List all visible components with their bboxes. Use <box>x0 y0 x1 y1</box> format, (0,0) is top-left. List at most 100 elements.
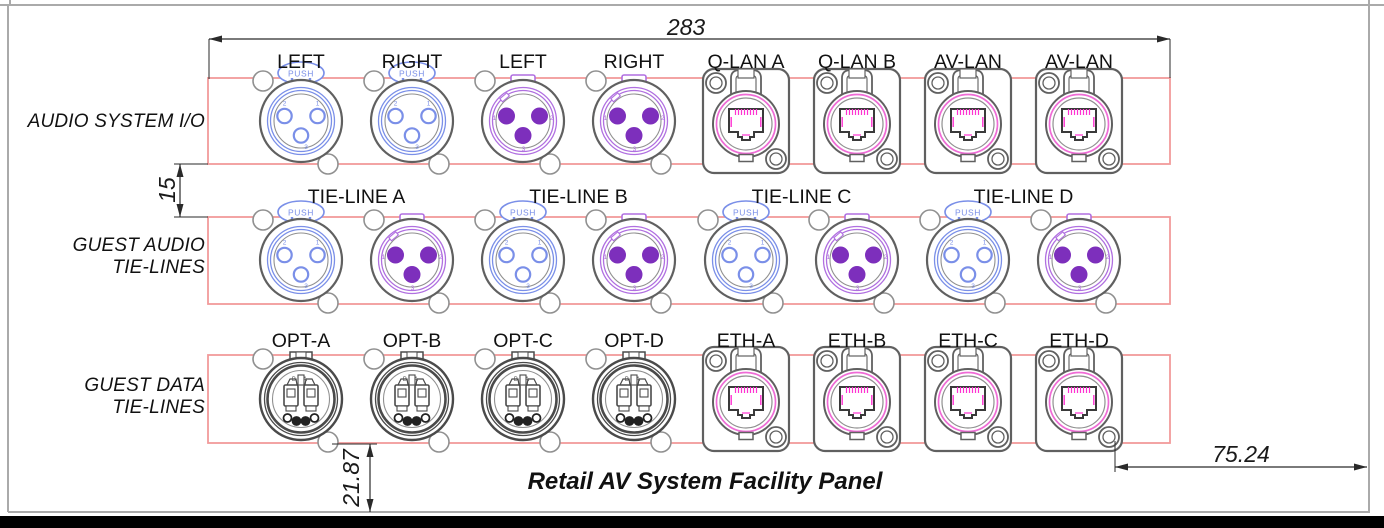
pin <box>609 246 626 264</box>
latch-tab <box>959 68 977 79</box>
lc-ferrule <box>619 388 629 398</box>
insert-ring <box>273 232 329 288</box>
pin-socket <box>292 127 310 144</box>
insert-ring <box>384 93 440 149</box>
shell-ring <box>488 86 558 156</box>
bottom-tab <box>738 431 754 441</box>
insert-ring <box>718 232 774 288</box>
pin-number: 3 <box>856 285 860 292</box>
connector-label: AV-LAN <box>1045 51 1113 73</box>
pin <box>531 107 548 125</box>
index-dot <box>504 413 515 423</box>
pin-socket <box>420 107 437 125</box>
screw-hole-inner <box>820 354 834 368</box>
pin-number: 1 <box>827 254 831 261</box>
pin <box>498 107 515 125</box>
push-label: PUSH <box>288 69 314 79</box>
barrel-inner <box>719 375 773 429</box>
screw-hole-inner <box>709 76 723 90</box>
screw-hole <box>317 431 339 453</box>
shell-ring-thick <box>488 364 558 434</box>
pair-label: TIE-LINE D <box>974 186 1074 208</box>
pin-number: 2 <box>728 240 732 247</box>
pair-label: TIE-LINE C <box>752 186 852 208</box>
pin-socket <box>531 246 548 264</box>
shell-ring <box>711 225 781 295</box>
screw-hole <box>252 348 274 370</box>
screw-hole <box>585 70 607 92</box>
lc-latch <box>526 378 538 386</box>
index-dot <box>633 416 644 426</box>
lc-boot <box>416 405 428 412</box>
lc-latch <box>397 378 409 386</box>
insert-ring <box>604 369 664 429</box>
pin-number: 3 <box>1078 285 1082 292</box>
screw-hole <box>585 209 607 231</box>
lc-boot <box>285 405 297 412</box>
index-dot <box>531 413 542 423</box>
pin-number: 3 <box>749 283 753 290</box>
screw-hole <box>919 209 941 231</box>
lc-ferrule <box>286 388 296 398</box>
screw-hole-inner <box>991 152 1005 166</box>
rj45-jack <box>950 108 986 141</box>
push-label: PUSH <box>399 69 425 79</box>
screw-hole <box>873 292 895 314</box>
lc-ferrule <box>528 388 538 398</box>
lc-latch <box>286 378 298 386</box>
pin-socket <box>498 246 515 264</box>
footer-bar <box>0 516 1384 528</box>
shell-ring <box>269 228 333 292</box>
pin-number: 1 <box>316 101 320 108</box>
section-label-line: TIE-LINES <box>112 397 205 418</box>
index-dot <box>624 416 635 426</box>
pin-socket <box>276 246 293 264</box>
insert-ring <box>1051 232 1107 288</box>
screw-hole <box>428 153 450 175</box>
connector-ethercon <box>923 345 1013 453</box>
insert-ring <box>495 232 551 288</box>
rj45-jack <box>1061 108 1097 141</box>
screw-hole <box>363 348 385 370</box>
lc-latch <box>304 378 316 386</box>
shell-ring <box>599 225 669 295</box>
shell-ring-thick <box>599 364 669 434</box>
screw-hole <box>1030 209 1052 231</box>
insert-ring <box>384 232 440 288</box>
connector-ethercon <box>1034 345 1124 453</box>
dim-arrow <box>176 204 184 217</box>
shell-ring <box>485 361 561 437</box>
barrel-inner <box>719 97 773 151</box>
shell-ring <box>269 89 333 153</box>
section-label-line: GUEST AUDIO <box>72 235 205 256</box>
push-label: PUSH <box>288 208 314 218</box>
shell-ring <box>1044 225 1114 295</box>
index-dot <box>522 416 533 426</box>
pin-number: 1 <box>761 240 765 247</box>
pin-number: 1 <box>382 254 386 261</box>
bottom-tab <box>960 431 976 441</box>
pin-number: 2 <box>661 254 665 261</box>
connector-label: LEFT <box>277 51 325 73</box>
pin-number: 1 <box>538 240 542 247</box>
lc-latch <box>415 378 427 386</box>
pin-number: 2 <box>505 240 509 247</box>
pin <box>848 266 866 283</box>
connector-label: OPT-B <box>383 330 442 352</box>
pin-socket <box>514 266 532 283</box>
pin-number: 2 <box>283 101 287 108</box>
bottom-tab <box>849 153 865 163</box>
shell-outer <box>925 217 1011 303</box>
lc-boot <box>396 405 408 412</box>
connector-label: ETH-C <box>938 330 998 352</box>
index-dot <box>282 413 293 423</box>
pin <box>420 246 437 264</box>
latch-tab <box>737 68 755 79</box>
pin <box>1070 266 1088 283</box>
pin-number: 3 <box>304 283 308 290</box>
latch-tab <box>1070 346 1088 357</box>
lc-latch <box>637 378 649 386</box>
